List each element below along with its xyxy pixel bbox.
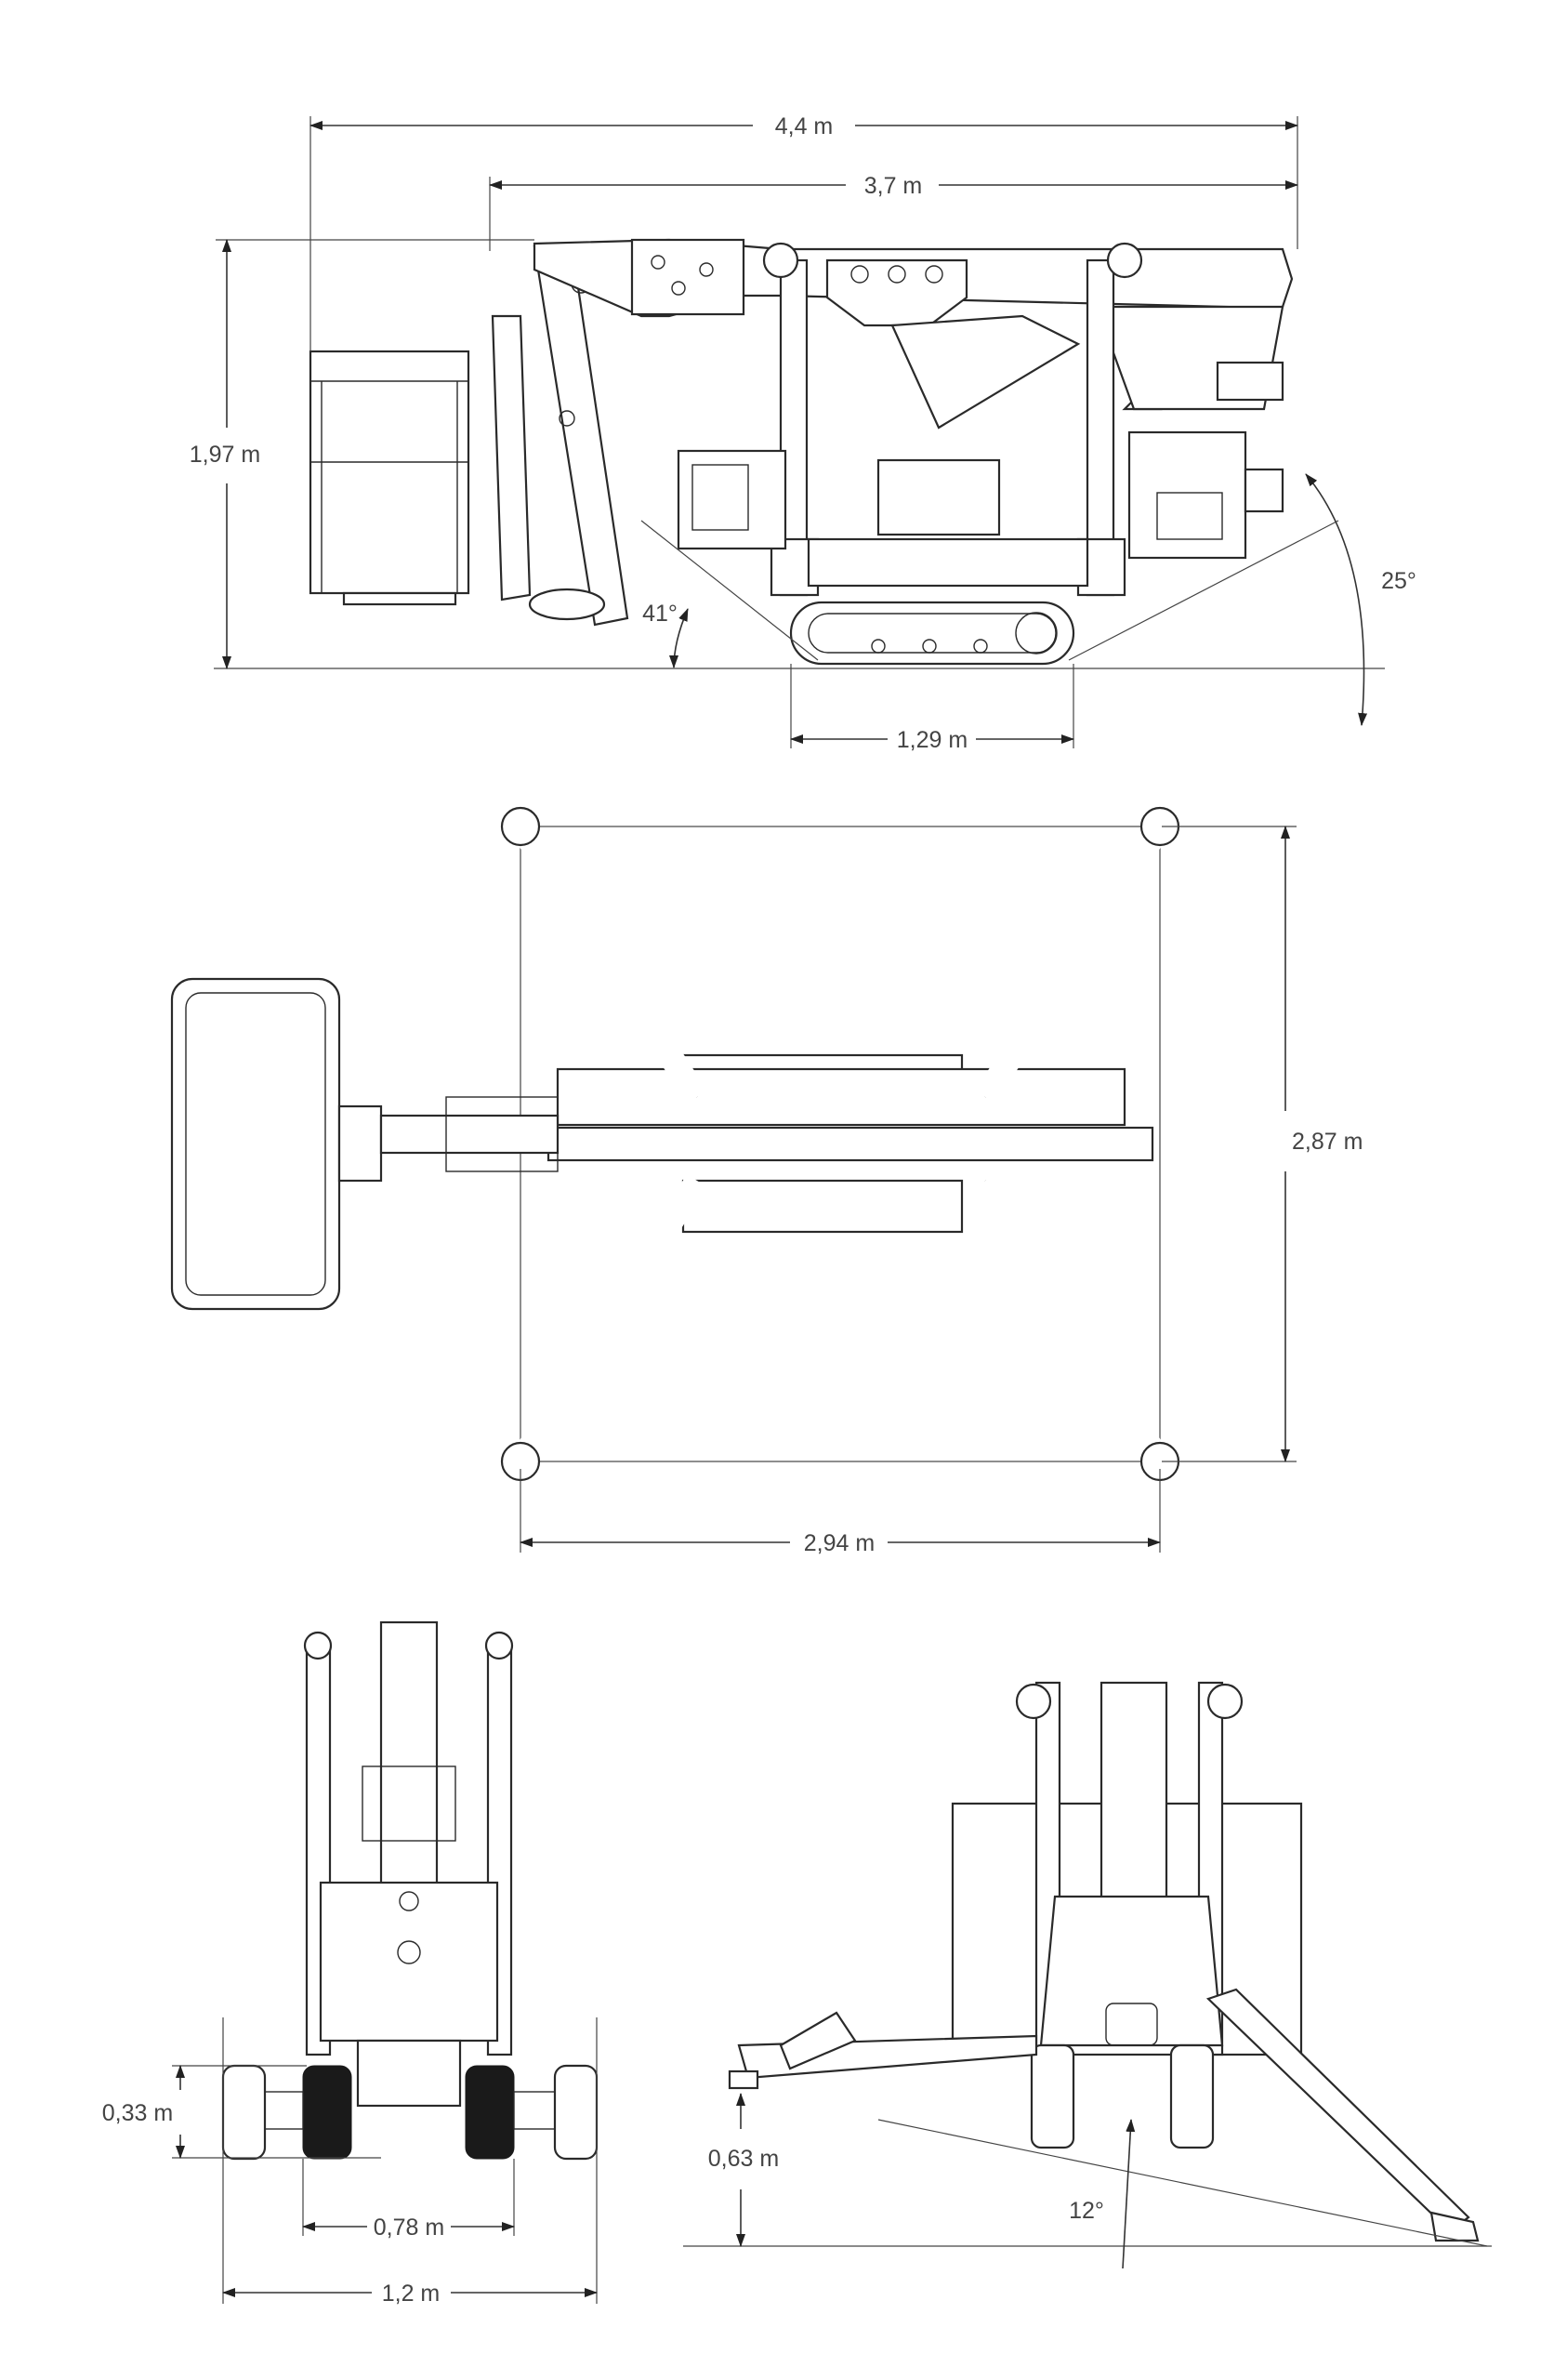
front-view: 0,33 m 0,78 m 1,2 m bbox=[102, 1620, 599, 2307]
plan-view: 2,87 m 2,94 m bbox=[170, 806, 1363, 1556]
height-label: 1,97 m bbox=[190, 442, 260, 468]
main-boom bbox=[533, 238, 1294, 430]
machine-rear bbox=[951, 1681, 1303, 2149]
angle-line bbox=[1068, 520, 1339, 661]
engine-block bbox=[677, 430, 1284, 588]
rear-view: 0,63 m 12° bbox=[683, 1681, 1492, 2269]
track-height-label: 0,33 m bbox=[102, 2100, 173, 2126]
angle-arc bbox=[1305, 473, 1368, 726]
angle-line bbox=[1122, 2119, 1136, 2269]
side-view: 4,4 m 3,7 m 1,97 m 41° 25° 1,29 m bbox=[190, 113, 1416, 753]
machine-front bbox=[303, 1620, 514, 2108]
crawler-track bbox=[789, 601, 1075, 666]
tracks-front bbox=[221, 2064, 599, 2161]
angle-line bbox=[640, 520, 819, 661]
overall-length-label: 4,4 m bbox=[775, 113, 834, 139]
overall-width-label: 1,2 m bbox=[382, 2281, 441, 2307]
outrigger-left-rear bbox=[728, 2011, 1038, 2090]
jib-arm bbox=[491, 242, 629, 627]
outrigger-width-label: 2,87 m bbox=[1292, 1129, 1363, 1155]
rear-angle-label: 25° bbox=[1381, 568, 1416, 594]
boom-length-label: 3,7 m bbox=[864, 173, 923, 199]
angle-arc bbox=[669, 608, 689, 668]
outrigger-clearance-label: 0,63 m bbox=[708, 2146, 779, 2172]
front-angle-label: 41° bbox=[642, 601, 678, 627]
slope-angle-label: 12° bbox=[1069, 2198, 1104, 2224]
outrigger-length-label: 2,94 m bbox=[804, 1530, 875, 1556]
basket-top bbox=[170, 977, 383, 1311]
slope-line bbox=[877, 2119, 1488, 2247]
track-length-label: 1,29 m bbox=[897, 727, 968, 753]
outriggers-top bbox=[500, 806, 1180, 1482]
basket bbox=[309, 350, 470, 606]
outrigger-right-rear bbox=[1205, 1988, 1480, 2242]
track-width-label: 0,78 m bbox=[374, 2215, 444, 2241]
boom-top bbox=[379, 1067, 1154, 1172]
